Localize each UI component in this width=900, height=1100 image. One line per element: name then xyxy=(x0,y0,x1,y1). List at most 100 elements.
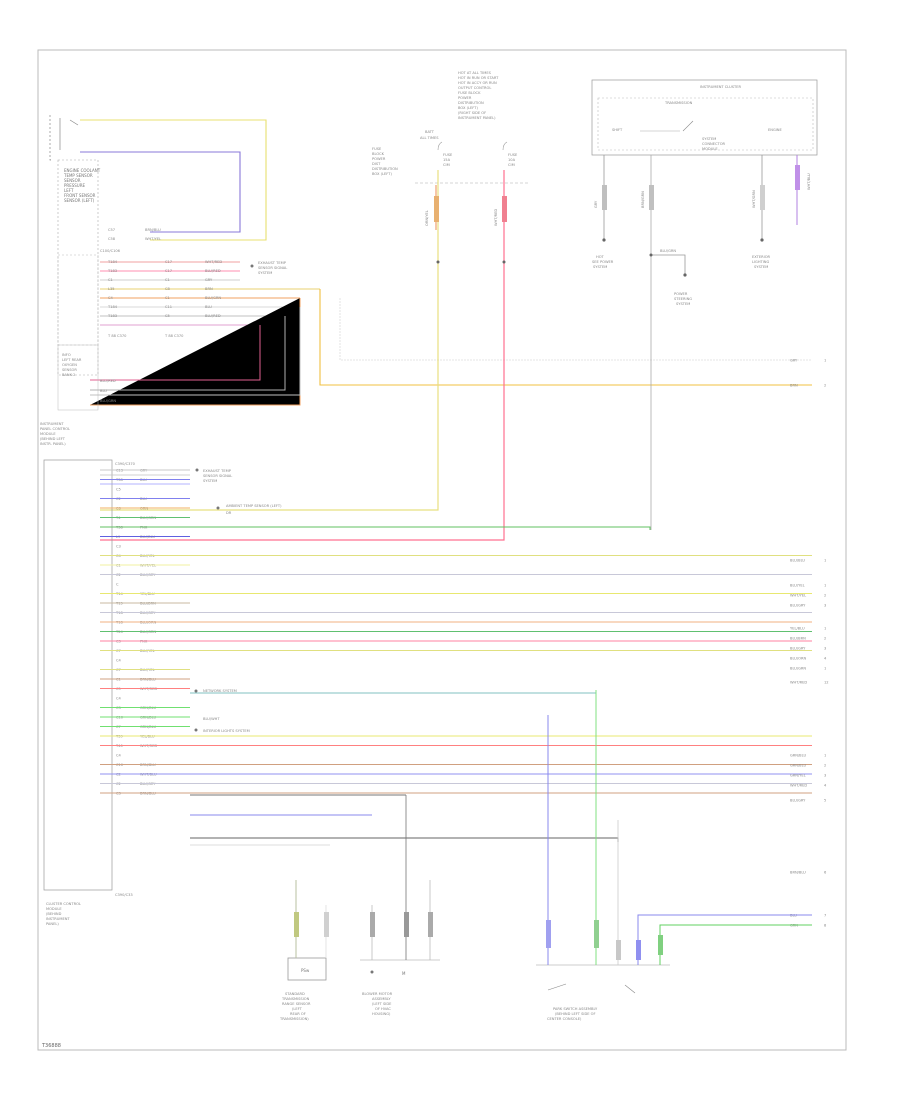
switch2-label: BLOWER MOTOR ASSEMBLY (LEFT SIDE OF HVAC… xyxy=(362,992,393,1016)
right-wire-label: BLU/ORN xyxy=(790,657,806,661)
instrument-pin: C6 xyxy=(116,507,122,511)
ug-wire-6: BLU/RED xyxy=(205,314,221,318)
im-connector-top: C390/C370 xyxy=(115,462,136,466)
ug-mid-5: C11 xyxy=(165,305,172,309)
note-interior-wire: BLU/WHT xyxy=(203,717,220,721)
fuse2-wire xyxy=(100,170,505,541)
right-wire-number: 4 xyxy=(824,657,827,661)
instrument-pin-wire: ORN xyxy=(140,507,148,511)
upper-group: T184 C17 WHT/RED T183 C17 BLU/RED C1 C1 … xyxy=(57,254,812,411)
sensor-wire-purple xyxy=(80,151,241,233)
instrument-pin-wire: WHT/YEL xyxy=(140,564,156,568)
instrument-pin: T15 xyxy=(115,602,123,606)
ug-mid-7: T 88 C370 xyxy=(164,334,184,338)
right-wire-label: GRN/YEL xyxy=(790,774,806,778)
right-wire-label: BRN/BLU xyxy=(790,871,806,875)
right-wire-number: 3 xyxy=(824,774,826,778)
ug-pin-3: L35 xyxy=(108,287,115,291)
ug-wire-5: BLU xyxy=(205,305,212,309)
fuse2-label: FUSE 10A CIM xyxy=(508,153,518,167)
ug-pin-0: T184 xyxy=(107,260,118,264)
switch1-box xyxy=(287,957,327,981)
ug-wire-4: BLU/GRN xyxy=(205,296,221,300)
right-wire-label: YEL/BLU xyxy=(790,627,805,631)
instrument-pin-wire: WHT/RED xyxy=(140,687,157,691)
routed-wire xyxy=(190,837,619,842)
instrument-pin: C5 xyxy=(116,488,121,492)
switch1-inner: PSw xyxy=(301,968,310,973)
right-wire-label: BRN xyxy=(790,384,798,388)
instrument-pin: C3 xyxy=(116,706,121,710)
instrument-pin-wire: GRN/BLU xyxy=(140,716,156,720)
upper-pin-2: C58 xyxy=(108,237,116,241)
ug-mid-3: C8 xyxy=(165,287,171,291)
fuse-left-label: FUSE BLOCK POWER DIST DISTRIBUTION BOX (… xyxy=(372,147,399,176)
footer-code: T36888 xyxy=(41,1043,61,1049)
right-wire-number: 2 xyxy=(824,384,826,388)
instrument-pin-wire: BLU xyxy=(140,497,147,501)
right-wire-number: 3 xyxy=(824,647,826,651)
switch3-label: PARK SWITCH ASSEMBLY (BEHIND LEFT SIDE O… xyxy=(547,1007,598,1021)
instrument-pin: T38 xyxy=(115,478,123,482)
rtm-inner-mid: SYSTEM xyxy=(702,137,716,141)
rtm-ext-label: POWER STEERING SYSTEM xyxy=(674,292,693,306)
note-interior: INTERIOR LIGHTS SYSTEM xyxy=(203,729,250,733)
rtm-inner-mid3: MODULE xyxy=(702,147,718,151)
rtm-inner-right: ENGINE xyxy=(768,128,782,132)
instrument-pin-wire: GRN/BLU xyxy=(140,725,156,729)
ug-lower-label: INFO LEFT REAR OXYGEN SENSOR BANK 2 xyxy=(62,353,83,377)
instrument-pin: C2 xyxy=(116,497,121,501)
routed-wire xyxy=(100,526,651,530)
right-wire-number: 12 xyxy=(824,681,829,685)
ug-pin-2: C1 xyxy=(108,278,113,282)
right-wire-number: 5 xyxy=(824,799,826,803)
instrument-pin: C1 xyxy=(116,564,121,568)
switch2-inner: M xyxy=(402,971,406,976)
ug-lower-wire-2: BLU/GRN xyxy=(100,399,116,403)
right-wire-number: 1 xyxy=(824,627,826,631)
instrument-pin: C4 xyxy=(116,754,122,758)
right-wire-label: GRN/BLU xyxy=(790,764,806,768)
instrument-pin-wire: GRY xyxy=(140,469,148,473)
upper-sensor-label: ENGINE COOLANT TEMP SENSOR SENSOR PRESSU… xyxy=(63,168,101,203)
right-wire-label: BLU/YEL xyxy=(790,584,805,588)
right-wire-number: 1 xyxy=(824,667,826,671)
note-exhaust1: EXHAUST TEMP SENSOR SIGNAL SYSTEM xyxy=(203,469,233,483)
right-wire-label: BLU/BRN xyxy=(790,637,806,641)
im-connector-bottom: C390/C33 xyxy=(115,893,133,897)
ug-pin-4: C4 xyxy=(108,296,114,300)
right-wire-label: WHT/YEL xyxy=(790,594,806,598)
diagram-frame xyxy=(37,49,847,1051)
rtm-branch-wire: BLU/GRN xyxy=(660,249,676,253)
right-wire-number: 8 xyxy=(824,924,827,928)
right-wire-number: 1 xyxy=(824,559,826,563)
right-wire-number: 2 xyxy=(824,637,826,641)
fuse-header: BATT xyxy=(425,130,435,134)
instrument-wire-set xyxy=(100,469,812,846)
bottom-components: PSw STANDARD TRANSMISSION RANGE SENSOR (… xyxy=(279,690,812,1021)
right-wire-label: BLU/BLU xyxy=(790,559,805,563)
instrument-notes: EXHAUST TEMP SENSOR SIGNAL SYSTEM AMBIEN… xyxy=(100,468,282,733)
ug-pin-5: T184 xyxy=(107,305,118,309)
rtm-wire-2: WHT/GRN xyxy=(752,190,756,208)
right-wire-number: 2 xyxy=(824,764,826,768)
note-ambient-sub: DR xyxy=(226,511,232,515)
fuse1-wire xyxy=(100,170,439,511)
upper-wire-2: WHT/YEL xyxy=(145,237,161,241)
ug-wire-3: BRN xyxy=(205,287,213,291)
right-wire-label: BLU/GRY xyxy=(790,647,806,651)
rtm-ground-label: HOT SEE POWER SYSTEM xyxy=(592,255,614,269)
ug-mid-4: C1 xyxy=(165,296,170,300)
rtm-inner-mid2: CONNECTOR xyxy=(702,142,726,146)
fuse2-wire-label: WHT/RED xyxy=(494,209,498,226)
instrument-pin-wire: BLU xyxy=(140,478,147,482)
fuse-title: HOT AT ALL TIMES HOT IN RUN OR START HOT… xyxy=(458,71,499,120)
ug-pin-1: T183 xyxy=(107,269,117,273)
instrument-pin: T4 xyxy=(115,516,121,520)
rtm-wire-3: WHT/BLU xyxy=(807,173,811,190)
ug-pin-7: T 88 C370 xyxy=(107,334,127,338)
upper-connector: C100/C106 xyxy=(100,249,121,253)
instrument-pin: C10 xyxy=(116,716,124,720)
instrument-pin: C13 xyxy=(116,469,123,473)
